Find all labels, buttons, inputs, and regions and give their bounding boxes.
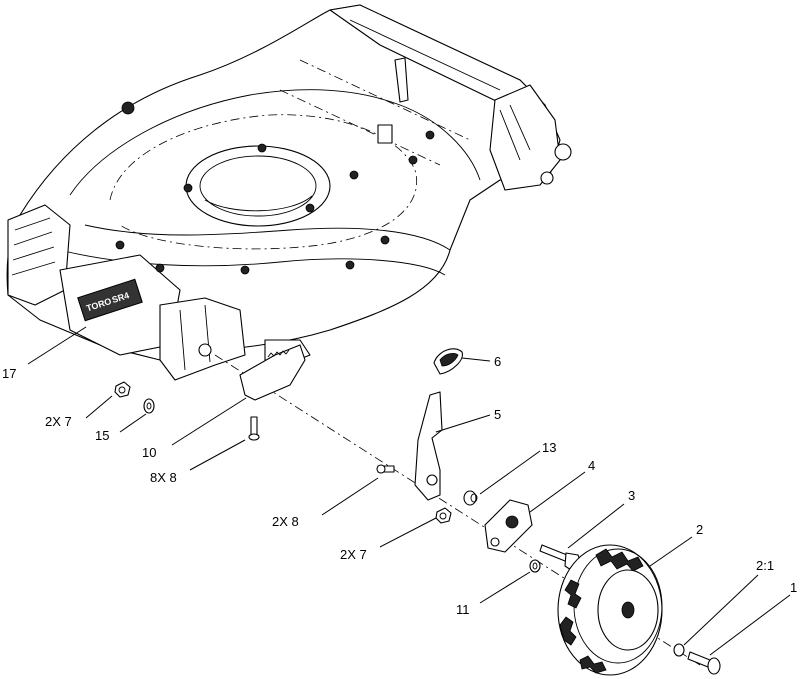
- wheel-2: [557, 544, 663, 676]
- callout-2: 2: [696, 522, 703, 537]
- callout-2-1: 2:1: [756, 558, 774, 573]
- callout-2x8: 2X 8: [272, 514, 299, 529]
- callout-5: 5: [494, 407, 501, 422]
- leader-lines: [27, 326, 791, 656]
- callout-6: 6: [494, 354, 501, 369]
- callout-13: 13: [542, 440, 556, 455]
- callout-4: 4: [588, 458, 595, 473]
- callout-10: 10: [142, 445, 156, 460]
- nut-2x7-lower: [435, 507, 452, 524]
- brand-badge: TORO SR4: [77, 278, 143, 322]
- bearing-2-1: [673, 643, 685, 657]
- height-arm-5: [414, 391, 443, 501]
- washer-15: [143, 398, 155, 414]
- mower-deck: TORO SR4: [6, 4, 572, 381]
- callout-labels: 17 2X 7 15 10 8X 8 6 5 13 4 3 2X 8 2X 7 …: [2, 354, 797, 617]
- bushing-13: [463, 490, 478, 506]
- callout-17: 17: [2, 366, 16, 381]
- wheel-bolt-1: [687, 651, 721, 675]
- callout-2x7-upper: 2X 7: [45, 414, 72, 429]
- washer-11: [529, 559, 541, 573]
- callout-11: 11: [456, 602, 470, 617]
- wheel-bracket-4: [484, 499, 533, 553]
- bolt-2x8: [376, 464, 395, 474]
- screw-8x8: [248, 416, 260, 441]
- adjuster-plate-10: [239, 344, 306, 401]
- callout-8x8: 8X 8: [150, 470, 177, 485]
- callout-15: 15: [95, 428, 109, 443]
- callout-1: 1: [790, 580, 797, 595]
- knob-6: [433, 348, 463, 375]
- nut-2x7-upper: [114, 381, 131, 398]
- callout-3: 3: [628, 488, 635, 503]
- deck-bolts: [115, 101, 435, 275]
- callout-2x7-lower: 2X 7: [340, 547, 367, 562]
